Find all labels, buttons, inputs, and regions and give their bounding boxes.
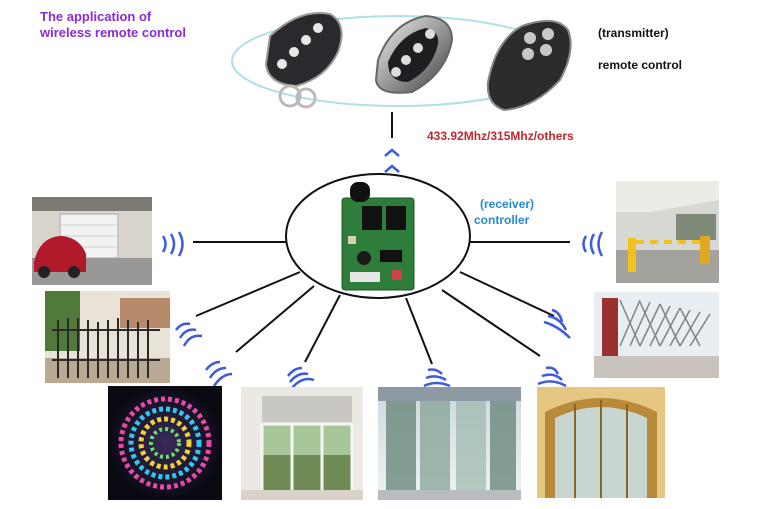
title-line-2: wireless remote control	[40, 25, 186, 40]
remote-control-icon	[264, 12, 343, 109]
remote-control-icon	[486, 19, 572, 112]
retractable-gate-icon	[594, 292, 719, 378]
signal-wave-icon	[175, 322, 203, 347]
remote-control-label: remote control	[598, 58, 683, 72]
receiver-label-line-2: controller	[474, 213, 530, 227]
revolving-door-icon	[537, 387, 665, 498]
signal-wave-icon	[582, 231, 604, 257]
diagram-title: The application of wireless remote contr…	[40, 9, 186, 41]
led-strip-icon	[108, 386, 222, 500]
signal-wave-icon	[543, 308, 571, 339]
signal-wave-icon	[537, 366, 567, 388]
sliding-glass-door-icon	[378, 387, 521, 500]
receiver-label-line-1: (receiver)	[480, 197, 535, 211]
window-curtain-icon	[241, 387, 363, 500]
garage-door-icon	[32, 197, 152, 285]
signal-wave-icon	[161, 231, 184, 257]
signal-wave-icon	[423, 368, 451, 388]
transmitter-label: (transmitter)	[598, 26, 669, 40]
connection-lines	[193, 241, 570, 365]
parking-barrier-icon	[616, 181, 719, 283]
signal-wave-icon	[205, 360, 233, 387]
receiver-board-icon	[341, 182, 415, 291]
gate-icon	[45, 291, 170, 383]
receiver-label: (receiver) controller	[474, 196, 534, 228]
remote-control-icon	[374, 14, 454, 94]
signal-wave-icon	[287, 366, 315, 389]
frequency-label: 433.92Mhz/315Mhz/others	[427, 129, 574, 143]
title-line-1: The application of	[40, 9, 152, 24]
